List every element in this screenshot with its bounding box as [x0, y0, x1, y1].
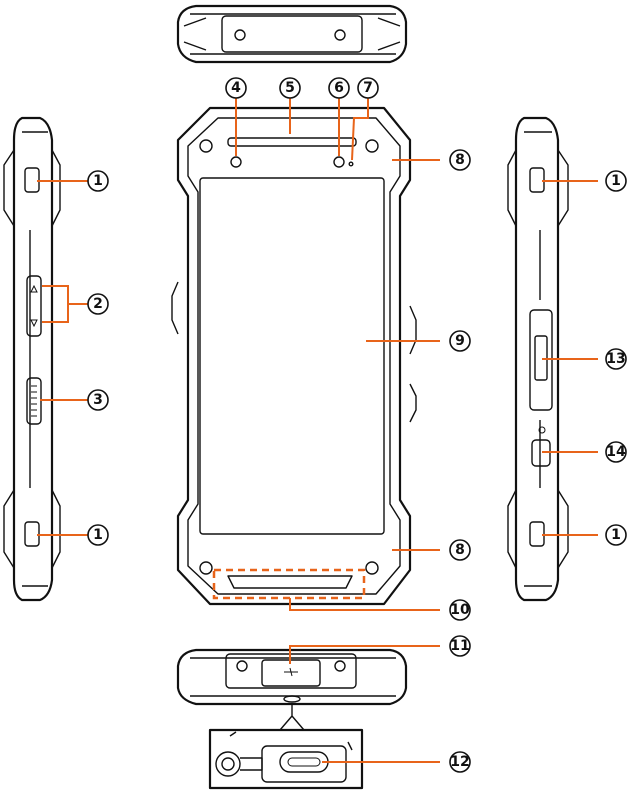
- usb-icon: [284, 667, 298, 677]
- callout-3: 3: [87, 389, 109, 411]
- microphone: [283, 695, 301, 703]
- svg-text:1: 1: [93, 527, 103, 543]
- callout-2: 2: [87, 293, 109, 315]
- callout-markers: 1 2 3 1 4 5 6 7 8 9 8 10 11 12 1 13 14 1: [87, 77, 627, 773]
- callout-8-bottom: 8: [449, 539, 471, 561]
- svg-text:4: 4: [231, 80, 241, 96]
- callout-12: 12: [449, 751, 471, 773]
- svg-text:5: 5: [285, 80, 295, 96]
- front-camera: [333, 156, 345, 168]
- callout-5: 5: [279, 77, 301, 99]
- callout-1-top-left: 1: [87, 170, 109, 192]
- svg-text:1: 1: [611, 527, 621, 543]
- usb-port-detail-inset: [208, 728, 364, 790]
- svg-text:7: 7: [363, 80, 373, 96]
- svg-text:10: 10: [450, 602, 470, 618]
- callout-6: 6: [328, 77, 350, 99]
- volume-key[interactable]: [26, 275, 42, 337]
- svg-text:8: 8: [455, 152, 465, 168]
- svg-text:9: 9: [455, 333, 465, 349]
- callout-4: 4: [225, 77, 247, 99]
- indicator-light: [348, 161, 354, 167]
- phone-top-view: [176, 4, 408, 64]
- svg-text:13: 13: [606, 351, 625, 367]
- callout-1-bottom-right: 1: [605, 524, 627, 546]
- bottom-speaker: [227, 575, 353, 589]
- svg-text:1: 1: [611, 173, 621, 189]
- display-screen[interactable]: [199, 177, 385, 535]
- svg-text:2: 2: [93, 296, 103, 312]
- callout-13: 13: [605, 348, 627, 370]
- svg-text:3: 3: [93, 392, 103, 408]
- earpiece-speaker: [227, 137, 357, 147]
- svg-text:12: 12: [450, 754, 469, 770]
- callout-1-top-right: 1: [605, 170, 627, 192]
- callout-14: 14: [605, 441, 627, 463]
- svg-text:6: 6: [334, 80, 344, 96]
- callout-9: 9: [449, 330, 471, 352]
- phone-left-side-view: [3, 116, 61, 602]
- svg-text:8: 8: [455, 542, 465, 558]
- callout-7: 7: [357, 77, 379, 99]
- phone-front-view: [171, 106, 417, 606]
- svg-text:11: 11: [450, 638, 469, 654]
- phone-right-side-view: [507, 116, 569, 602]
- callout-10: 10: [449, 599, 471, 621]
- svg-text:1: 1: [93, 173, 103, 189]
- callout-8-top: 8: [449, 149, 471, 171]
- callout-11: 11: [449, 635, 471, 657]
- phone-bottom-view: [176, 648, 408, 790]
- callout-1-bottom-left: 1: [87, 524, 109, 546]
- leader-lines: [37, 98, 598, 763]
- front-camera-left: [230, 156, 242, 168]
- svg-text:14: 14: [606, 444, 626, 460]
